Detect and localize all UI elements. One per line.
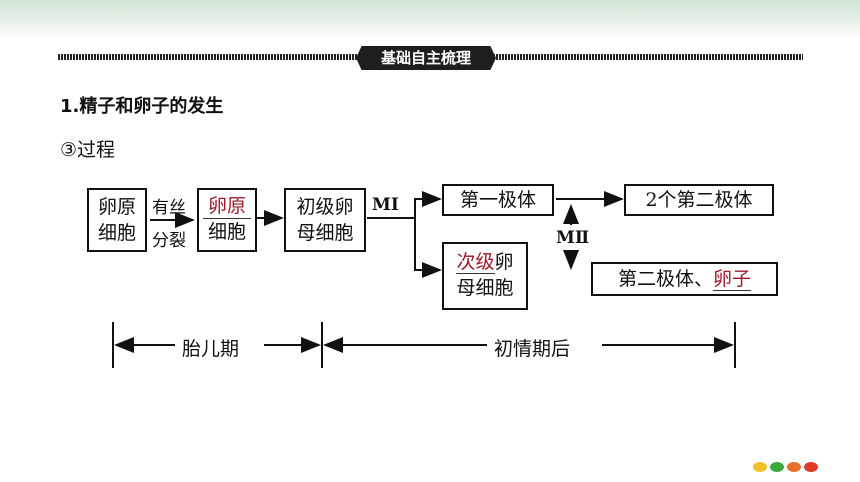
meiosis1-label: MⅠ xyxy=(372,195,399,215)
result-answer: 卵子 xyxy=(713,268,752,291)
second-polar-bodies-box: 2个第二极体 xyxy=(624,184,774,216)
dot-red xyxy=(804,462,818,472)
arrow-to-first-polar xyxy=(414,191,442,218)
oogonium-answer-box: 卵原 细胞 xyxy=(197,188,257,252)
primary-oocyte-line1: 初级卵 xyxy=(296,196,354,218)
mitosis-label-bottom: 分裂 xyxy=(152,231,186,251)
meiosis2-label: MⅡ xyxy=(556,228,590,248)
secondary-oocyte-line1: 次级卵 xyxy=(444,249,526,275)
secondary-rest: 卵 xyxy=(494,251,514,273)
arrow-to-secondary xyxy=(414,218,442,278)
timeline-puberty-label: 初情期后 xyxy=(494,338,571,360)
section-tag: 基础自主梳理 xyxy=(356,46,496,70)
secondary-oocyte-line2: 母细胞 xyxy=(456,277,514,299)
dot-green xyxy=(770,462,784,472)
subheading: ③过程 xyxy=(60,139,116,161)
oogonium-line2: 细胞 xyxy=(97,222,136,244)
primary-oocyte-line2: 母细胞 xyxy=(296,222,354,244)
decorative-dots xyxy=(753,457,821,476)
mitosis-label-top: 有丝 xyxy=(152,198,186,218)
oogonium-line1: 卵原 xyxy=(97,196,136,218)
dot-yellow xyxy=(753,462,767,472)
primary-oocyte-box: 初级卵 母细胞 xyxy=(284,188,366,252)
heading: 1.精子和卵子的发生 xyxy=(60,96,224,117)
oogonium-answer-line2: 细胞 xyxy=(207,221,246,243)
oogonium-box: 卵原 细胞 xyxy=(87,188,147,252)
first-polar-body-box: 第一极体 xyxy=(442,184,554,216)
oogonium-answer-line1: 卵原 xyxy=(203,194,251,219)
timeline-fetal-label: 胎儿期 xyxy=(182,338,240,360)
result-box: 第二极体、卵子 xyxy=(591,262,778,296)
result-text: 第二极体、 xyxy=(617,268,713,290)
top-gradient-band xyxy=(0,0,860,40)
secondary-answer: 次级 xyxy=(456,251,495,274)
secondary-oocyte-box: 次级卵 母细胞 xyxy=(442,242,528,310)
dot-orange xyxy=(787,462,801,472)
